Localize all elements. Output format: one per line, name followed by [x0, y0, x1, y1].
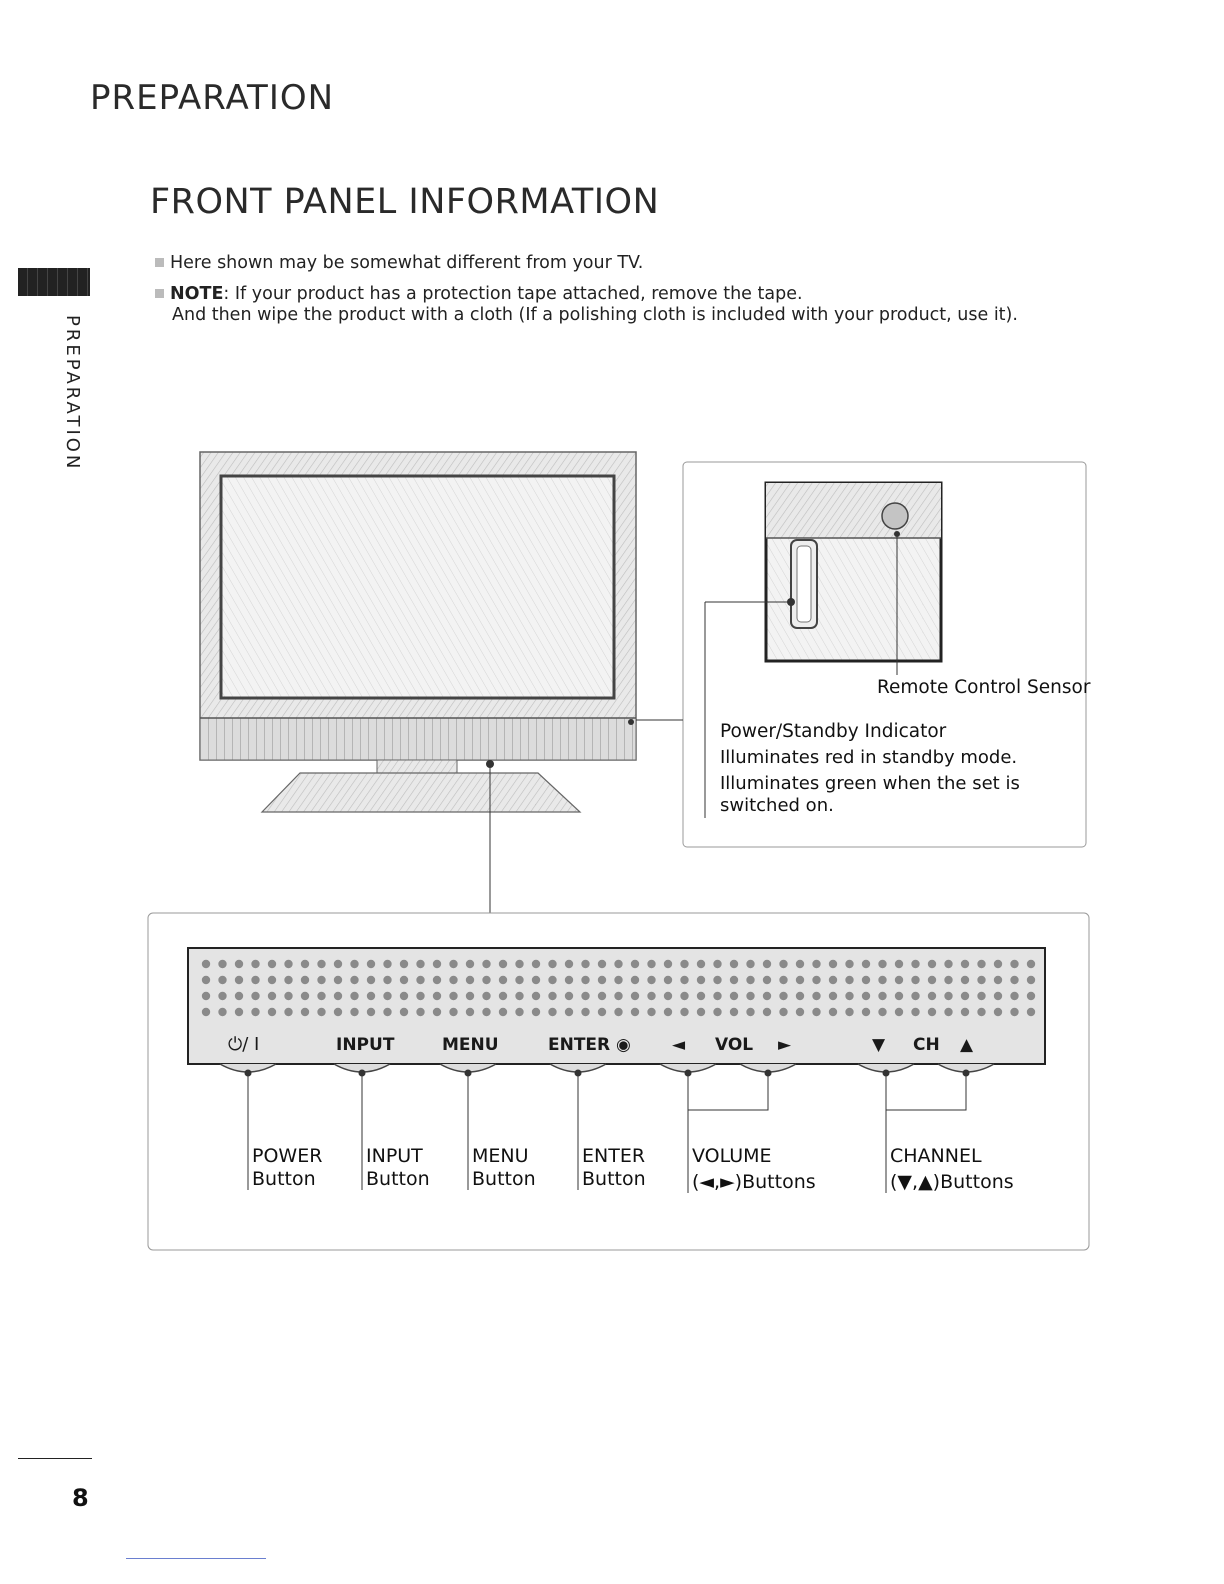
channel-button-title: CHANNEL	[890, 1145, 982, 1167]
power-button-title: POWER	[252, 1145, 323, 1167]
note-text: : If your product has a protection tape …	[223, 284, 803, 304]
sidebar-tab-marker	[18, 268, 90, 296]
panel-enter-label: ENTER ◉	[548, 1035, 631, 1055]
page-number-rule	[18, 1458, 92, 1459]
enter-button-sub: Button	[582, 1168, 646, 1190]
volume-button-title: VOLUME	[692, 1145, 772, 1167]
vol-left-arrow-icon: ◄	[672, 1035, 686, 1055]
input-button-title: INPUT	[366, 1145, 423, 1167]
vol-right-arrow-icon: ►	[778, 1035, 792, 1055]
tv-illustration	[199, 451, 637, 813]
channel-button-label: CHANNEL (▼,▲)Buttons	[890, 1145, 1014, 1194]
volume-button-label: VOLUME (◄,►)Buttons	[692, 1145, 816, 1194]
note-line-3: And then wipe the product with a cloth (…	[172, 305, 1018, 325]
power-indicator-line-1: Illuminates red in standby mode.	[720, 747, 1018, 768]
channel-button-sub: (▼,▲)Buttons	[890, 1171, 1014, 1193]
menu-button-sub: Button	[472, 1168, 536, 1190]
menu-button-title: MENU	[472, 1145, 529, 1167]
panel-input-label: INPUT	[336, 1035, 395, 1055]
footer-line	[126, 1558, 266, 1559]
ch-up-arrow-icon: ▲	[960, 1035, 974, 1055]
bullet-icon	[155, 258, 164, 267]
sensor-zoom-illustration	[764, 481, 943, 663]
note-line-1-text: Here shown may be somewhat different fro…	[170, 253, 644, 273]
enter-button-title: ENTER	[582, 1145, 646, 1167]
power-indicator-title: Power/Standby Indicator	[720, 721, 947, 742]
remote-sensor-label: Remote Control Sensor	[877, 677, 1091, 698]
power-button-label: POWER Button	[252, 1145, 322, 1191]
note-line-2: NOTE: If your product has a protection t…	[155, 284, 803, 305]
input-button-label: INPUT Button	[366, 1145, 430, 1191]
power-indicator-line-2: Illuminates green when the set is	[720, 773, 1020, 794]
note-line-1: Here shown may be somewhat different fro…	[155, 253, 643, 274]
section-title: PREPARATION	[90, 78, 335, 118]
power-symbol-label: ⏻/ I	[228, 1034, 260, 1055]
enter-button-label: ENTER Button	[582, 1145, 646, 1191]
power-button-sub: Button	[252, 1168, 316, 1190]
note-label: NOTE	[170, 284, 224, 304]
panel-ch-label: CH	[913, 1035, 940, 1055]
control-panel-illustration	[187, 947, 1046, 1077]
page-number: 8	[72, 1484, 89, 1512]
page-title: FRONT PANEL INFORMATION	[150, 182, 660, 222]
panel-vol-label: VOL	[715, 1035, 754, 1055]
volume-button-sub: (◄,►)Buttons	[692, 1171, 816, 1193]
sidebar-tab-label: PREPARATION	[62, 315, 83, 472]
panel-menu-label: MENU	[442, 1035, 499, 1055]
bullet-icon	[155, 289, 164, 298]
input-button-sub: Button	[366, 1168, 430, 1190]
ch-down-arrow-icon: ▼	[872, 1035, 886, 1055]
menu-button-label: MENU Button	[472, 1145, 536, 1191]
power-indicator-line-3: switched on.	[720, 795, 834, 816]
